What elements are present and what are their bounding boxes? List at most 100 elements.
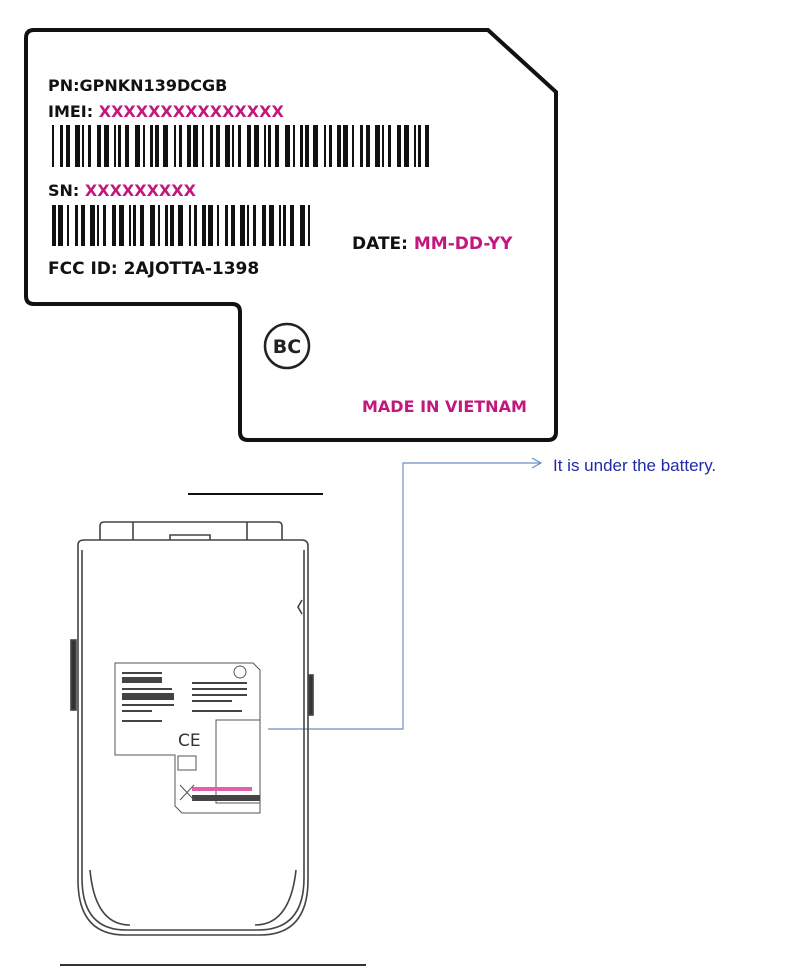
barcode-bar (382, 125, 384, 167)
barcode-bar (150, 125, 153, 167)
barcode-bar (187, 125, 191, 167)
barcode-bar (414, 125, 416, 167)
svg-text:CE: CE (178, 731, 201, 751)
barcode-bar (189, 205, 191, 246)
sn-line: SN: XXXXXXXXX (48, 181, 196, 200)
barcode-bar (293, 125, 295, 167)
barcode-bar (397, 125, 401, 167)
fcc-label: FCC ID: (48, 259, 118, 279)
date-label: DATE: (352, 234, 408, 254)
barcode-bar (210, 125, 213, 167)
barcode-bar (112, 205, 116, 246)
barcode-bar (150, 205, 155, 246)
barcode-bar (388, 125, 391, 167)
barcode-bar (264, 125, 266, 167)
barcode-bar (418, 125, 421, 167)
barcode-bar (300, 125, 303, 167)
barcode-bar (165, 205, 168, 246)
fcc-line: FCC ID: 2AJOTTA-1398 (48, 259, 259, 279)
barcode-bar (202, 125, 204, 167)
barcode-bar (179, 125, 182, 167)
barcode-bar (343, 125, 348, 167)
mini-label-illustration: CE (114, 662, 261, 814)
barcode-bar (360, 125, 363, 167)
barcode-bar (58, 205, 63, 246)
barcode-bar (269, 205, 274, 246)
phone-back-illustration (60, 493, 366, 966)
origin-text: MADE IN VIETNAM (362, 397, 527, 416)
barcode-bar (208, 205, 213, 246)
barcode-bar (193, 125, 198, 167)
barcode-bar (253, 205, 256, 246)
pn-line: PN:GPNKN139DCGB (48, 76, 227, 95)
barcode-bar (337, 125, 341, 167)
barcode-bar (375, 125, 380, 167)
barcode-bar (90, 205, 95, 246)
barcode-bar (240, 205, 245, 246)
annotation-text: It is under the battery. (553, 456, 717, 475)
pn-value: GPNKN139DCGB (79, 76, 228, 95)
barcode-bar (163, 125, 168, 167)
leader-line (268, 462, 540, 730)
barcode-bar (247, 205, 249, 246)
barcode-bar (262, 205, 266, 246)
barcode-bar (97, 125, 101, 167)
barcode-bar (254, 125, 259, 167)
barcode-bar (135, 125, 140, 167)
svg-text:BC: BC (273, 336, 301, 358)
barcode-bar (225, 125, 230, 167)
barcode-bar (66, 125, 70, 167)
barcode-bar (283, 205, 286, 246)
barcode-bar (82, 125, 84, 167)
barcode-bar (174, 125, 176, 167)
barcode-bar (104, 125, 109, 167)
barcode-bar (125, 125, 129, 167)
barcode-bar (81, 205, 85, 246)
sn-barcode (52, 205, 310, 246)
barcode-bar (324, 125, 326, 167)
sn-value: XXXXXXXXX (84, 181, 196, 200)
barcode-bar (67, 205, 69, 246)
imei-label: IMEI: (48, 102, 94, 121)
barcode-bar (88, 125, 91, 167)
barcode-bar (103, 205, 106, 246)
imei-line: IMEI: XXXXXXXXXXXXXXX (48, 102, 284, 121)
barcode-bar (232, 125, 234, 167)
barcode-bar (275, 125, 279, 167)
barcode-bar (158, 205, 160, 246)
barcode-bar (75, 205, 78, 246)
barcode-bar (313, 125, 318, 167)
barcode-bar (285, 125, 290, 167)
barcode-bar (404, 125, 409, 167)
fcc-value: 2AJOTTA-1398 (123, 259, 260, 279)
barcode-bar (290, 205, 294, 246)
barcode-bar (231, 205, 235, 246)
barcode-bar (129, 205, 131, 246)
bc-certification-icon: BC (263, 322, 311, 370)
barcode-bar (178, 205, 183, 246)
barcode-bar (119, 205, 124, 246)
barcode-bar (97, 205, 99, 246)
barcode-bar (133, 205, 136, 246)
barcode-bar (268, 125, 271, 167)
barcode-bar (143, 125, 145, 167)
barcode-bar (170, 205, 174, 246)
barcode-bar (118, 125, 121, 167)
barcode-bar (75, 125, 80, 167)
barcode-bar (305, 125, 309, 167)
barcode-bar (279, 205, 281, 246)
imei-value: XXXXXXXXXXXXXXX (98, 102, 284, 121)
barcode-bar (300, 205, 305, 246)
barcode-bar (60, 125, 63, 167)
barcode-bar (425, 125, 429, 167)
barcode-bar (202, 205, 206, 246)
barcode-bar (155, 125, 159, 167)
barcode-bar (225, 205, 228, 246)
barcode-bar (140, 205, 144, 246)
barcode-bar (216, 125, 220, 167)
barcode-bar (217, 205, 219, 246)
barcode-bar (194, 205, 197, 246)
barcode-bar (52, 205, 56, 246)
date-value: MM-DD-YY (413, 234, 513, 254)
